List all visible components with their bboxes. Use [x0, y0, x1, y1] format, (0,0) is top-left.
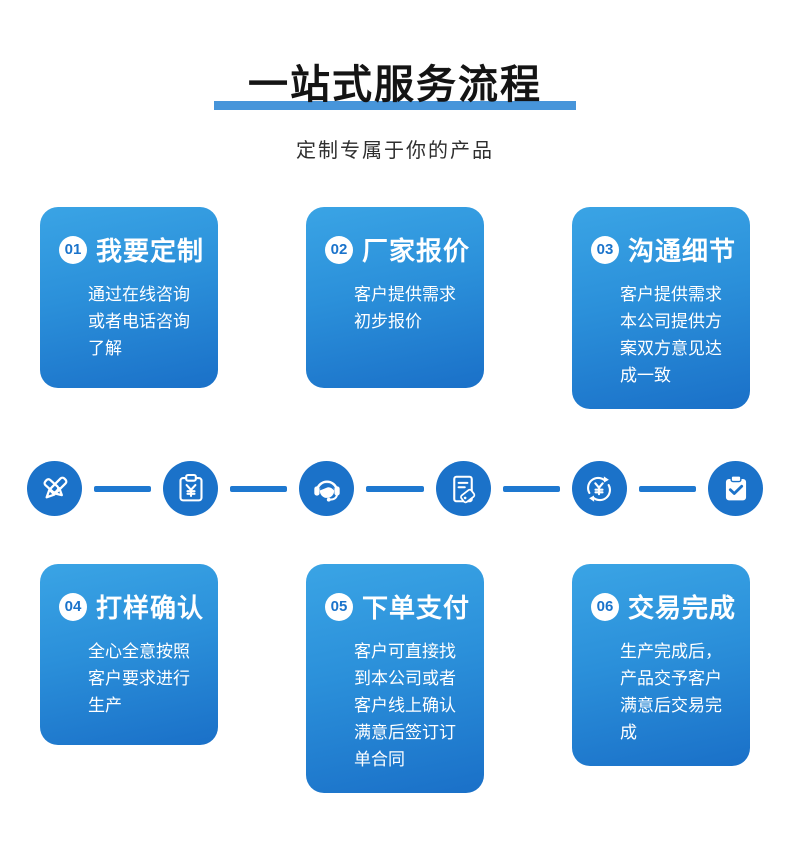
customer-service-headset-icon [299, 461, 355, 516]
steps-row-bottom: 04 打样确认 全心全意按照客户要求进行生产 05 下单支付 客户可直接找到本公… [0, 564, 790, 793]
step-card-04: 04 打样确认 全心全意按照客户要求进行生产 [40, 564, 218, 745]
header: 一站式服务流程 定制专属于你的产品 [0, 0, 790, 163]
step-card-03: 03 沟通细节 客户提供需求本公司提供方案双方意见达成一致 [572, 207, 750, 409]
page-subtitle: 定制专属于你的产品 [296, 140, 494, 162]
title-underline-bar [214, 101, 576, 110]
price-clipboard-yuan-icon [163, 461, 219, 516]
flow-connector [502, 485, 560, 492]
step-card-head: 05 下单支付 [325, 588, 471, 625]
step-card-06: 06 交易完成 生产完成后，产品交予客户满意后交易完成 [572, 564, 750, 766]
step-card-head: 02 厂家报价 [325, 231, 471, 268]
step-card-head: 01 我要定制 [59, 231, 205, 268]
process-icons-row [0, 461, 790, 516]
step-number-badge: 06 [591, 592, 619, 621]
page-title: 一站式服务流程 [248, 63, 542, 107]
step-card-head: 06 交易完成 [591, 588, 737, 625]
step-card-head: 04 打样确认 [59, 588, 205, 625]
flow-connector [366, 485, 424, 492]
step-title: 我要定制 [96, 236, 205, 266]
step-title: 交易完成 [628, 593, 737, 623]
document-tag-icon [435, 461, 491, 516]
crossed-pens-icon [27, 461, 82, 516]
step-description: 客户可直接找到本公司或者客户线上确认满意后签订订单合同 [354, 642, 456, 769]
step-title: 厂家报价 [362, 236, 471, 266]
clipboard-check-icon [708, 461, 764, 516]
step-title: 沟通细节 [628, 236, 737, 266]
step-number-badge: 03 [591, 235, 619, 264]
step-card-02: 02 厂家报价 客户提供需求初步报价 [306, 207, 484, 388]
flow-connector [638, 485, 697, 492]
step-description: 全心全意按照客户要求进行生产 [88, 642, 190, 715]
step-description: 客户提供需求本公司提供方案双方意见达成一致 [620, 285, 722, 385]
page-title-wrap: 一站式服务流程 [214, 62, 576, 110]
step-card-05: 05 下单支付 客户可直接找到本公司或者客户线上确认满意后签订订单合同 [306, 564, 484, 793]
step-card-head: 03 沟通细节 [591, 231, 737, 268]
step-number-badge: 05 [325, 592, 353, 621]
step-card-01: 01 我要定制 通过在线咨询或者电话咨询了解 [40, 207, 218, 388]
steps-row-top: 01 我要定制 通过在线咨询或者电话咨询了解 02 厂家报价 客户提供需求初步报… [0, 207, 790, 409]
step-title: 打样确认 [96, 593, 205, 623]
flow-connector [94, 485, 152, 492]
yuan-cycle-payment-icon [571, 461, 627, 516]
step-number-badge: 04 [59, 592, 87, 621]
step-number-badge: 02 [325, 235, 353, 264]
step-description: 生产完成后，产品交予客户满意后交易完成 [620, 642, 722, 742]
flow-connector [230, 485, 288, 492]
step-description: 通过在线咨询或者电话咨询了解 [88, 285, 190, 358]
step-number-badge: 01 [59, 235, 87, 264]
step-description: 客户提供需求初步报价 [354, 285, 456, 331]
step-title: 下单支付 [362, 593, 471, 623]
